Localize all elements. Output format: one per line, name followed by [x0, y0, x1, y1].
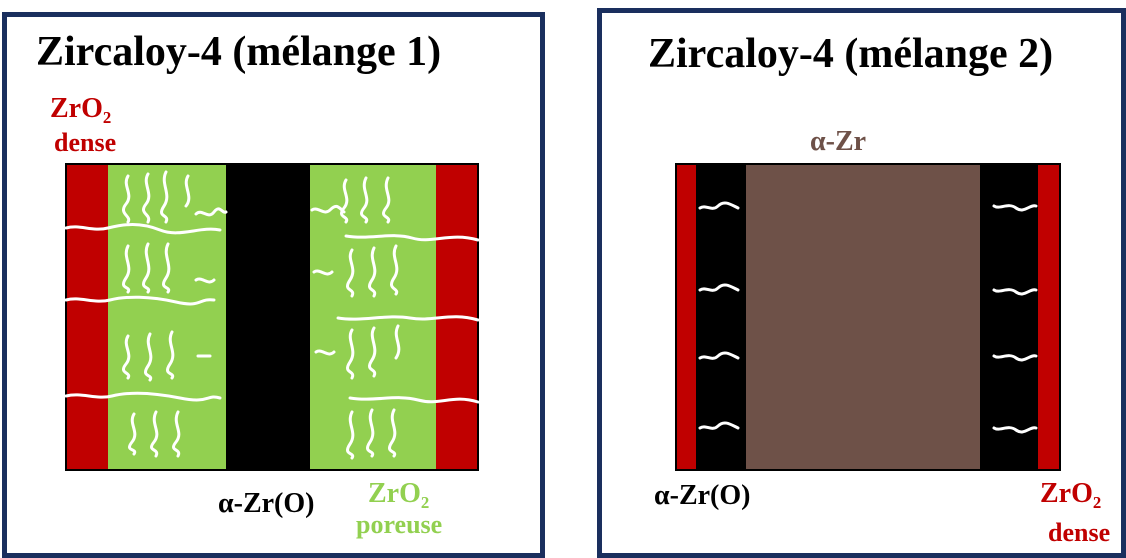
panel2-zro2-dense-label: ZrO2 [1040, 480, 1101, 512]
crack [390, 244, 399, 296]
crack [128, 412, 137, 456]
panel2-alpha-zr-o-label: α-Zr(O) [654, 480, 751, 511]
crack [394, 324, 401, 360]
crack [698, 351, 740, 360]
crack [314, 349, 336, 356]
crack [336, 315, 480, 322]
crack [142, 242, 151, 294]
panel2-cracks [698, 201, 1038, 434]
crack [368, 246, 377, 298]
panel1-zro2-dense-left [66, 164, 108, 470]
crack [64, 295, 216, 306]
panel1-alpha-zr-o [226, 164, 310, 470]
panel1-poreuse-label: poreuse [356, 510, 443, 539]
crack [340, 178, 349, 224]
panel1-layer-diagram [64, 163, 480, 471]
crack [992, 426, 1038, 434]
crack [348, 396, 480, 404]
crack [122, 334, 131, 380]
zro2-formula: ZrO [50, 93, 103, 124]
panel1-title: Zircaloy-4 (mélange 1) [36, 29, 442, 75]
zro2-formula: ZrO [1040, 478, 1093, 509]
crack [388, 408, 397, 458]
panel2-zro2-dense-left [676, 164, 696, 470]
panel1-alpha-zr-o-label: α-Zr(O) [218, 488, 315, 519]
crack [346, 248, 355, 298]
panel2-dense-label: dense [1048, 518, 1111, 547]
crack [64, 223, 222, 235]
crack [184, 174, 191, 208]
crack [344, 234, 480, 242]
crack [992, 204, 1038, 212]
panel2-alpha-zr-o-left [696, 164, 746, 470]
crack [144, 332, 153, 382]
crack [312, 269, 334, 276]
crack [346, 328, 355, 380]
crack [162, 242, 171, 294]
panel1-dense-label: dense [54, 128, 117, 157]
zro2-subscript: 2 [1092, 492, 1102, 512]
crack [698, 421, 740, 430]
crack [360, 176, 369, 224]
crack [366, 408, 375, 458]
crack [64, 391, 222, 402]
crack [698, 283, 740, 292]
zro2-subscript: 2 [420, 492, 430, 512]
panel2-title: Zircaloy-4 (mélange 2) [648, 31, 1054, 77]
crack [194, 207, 228, 217]
crack [698, 201, 740, 210]
panel1-outline [65, 163, 479, 471]
crack [122, 174, 131, 224]
crack [150, 410, 159, 458]
panel1-zro2-porous-label: ZrO2 [368, 480, 429, 512]
panel2-zro2-dense-right [1038, 164, 1060, 470]
crack [142, 172, 151, 224]
panel2-alpha-zr [746, 164, 980, 470]
crack [194, 277, 216, 284]
crack [172, 410, 181, 458]
crack [382, 176, 391, 224]
crack [122, 244, 131, 294]
panel1-cracks [64, 170, 480, 460]
panel2-outline [675, 163, 1061, 471]
crack [310, 204, 346, 214]
panel1-zro2-dense-label: ZrO2 [50, 95, 111, 127]
crack [992, 288, 1038, 296]
panel2-alpha-zr-o-right [980, 164, 1038, 470]
zro2-subscript: 2 [102, 107, 112, 127]
crack [166, 330, 175, 380]
crack [368, 326, 377, 378]
crack [160, 170, 169, 224]
panel2-alpha-zr-label: α-Zr [810, 126, 867, 157]
crack [346, 410, 355, 460]
zro2-formula: ZrO [368, 478, 421, 509]
crack [992, 354, 1038, 362]
